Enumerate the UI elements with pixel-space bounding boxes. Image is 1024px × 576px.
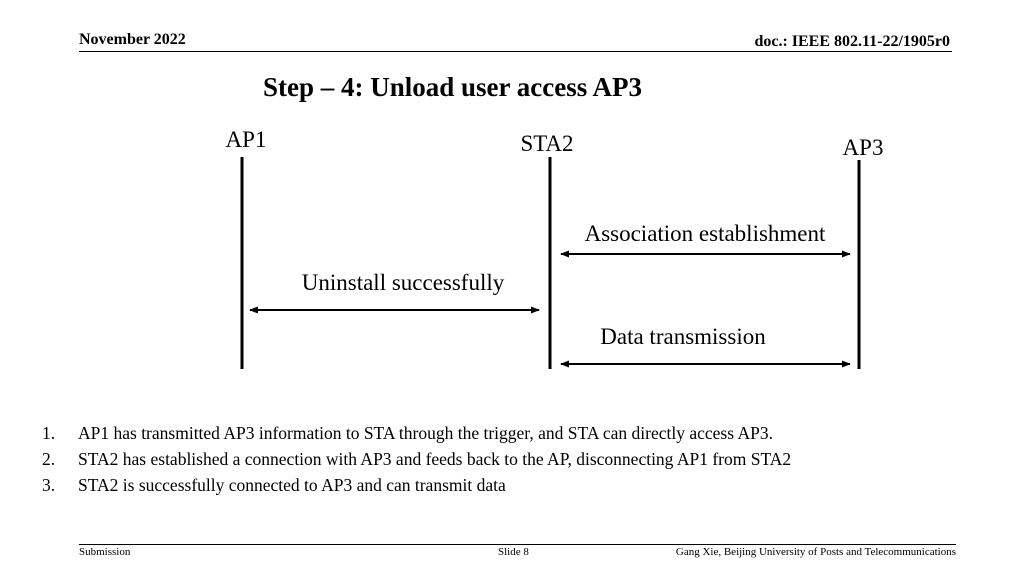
notes-list: 1. AP1 has transmitted AP3 information t… [42,420,791,498]
node-label-ap3: AP3 [843,135,884,160]
note-text: STA2 has established a connection with A… [78,449,792,469]
header-divider [79,51,952,52]
message-label-association: Association establishment [585,221,826,246]
header-date: November 2022 [79,31,186,48]
note-item: 1. AP1 has transmitted AP3 information t… [42,420,791,446]
footer-slide-number: Slide 8 [498,546,529,558]
message-label-uninstall: Uninstall successfully [302,270,505,295]
slide-title: Step – 4: Unload user access AP3 [263,72,643,102]
note-text: STA2 is successfully connected to AP3 an… [78,475,506,495]
footer-submission: Submission [79,546,131,558]
note-item: 3. STA2 is successfully connected to AP3… [42,472,791,498]
note-text: AP1 has transmitted AP3 information to S… [78,423,773,443]
footer-divider [79,544,956,545]
node-label-ap1: AP1 [226,127,267,152]
message-label-data: Data transmission [600,324,766,349]
node-label-sta2: STA2 [520,131,573,156]
footer-author: Gang Xie, Beijing University of Posts an… [675,546,956,558]
note-number: 3. [42,475,56,495]
note-number: 2. [42,449,56,469]
note-number: 1. [42,423,56,443]
note-item: 2. STA2 has established a connection wit… [42,446,791,472]
header-doc-id: doc.: IEEE 802.11-22/1905r0 [754,33,950,50]
